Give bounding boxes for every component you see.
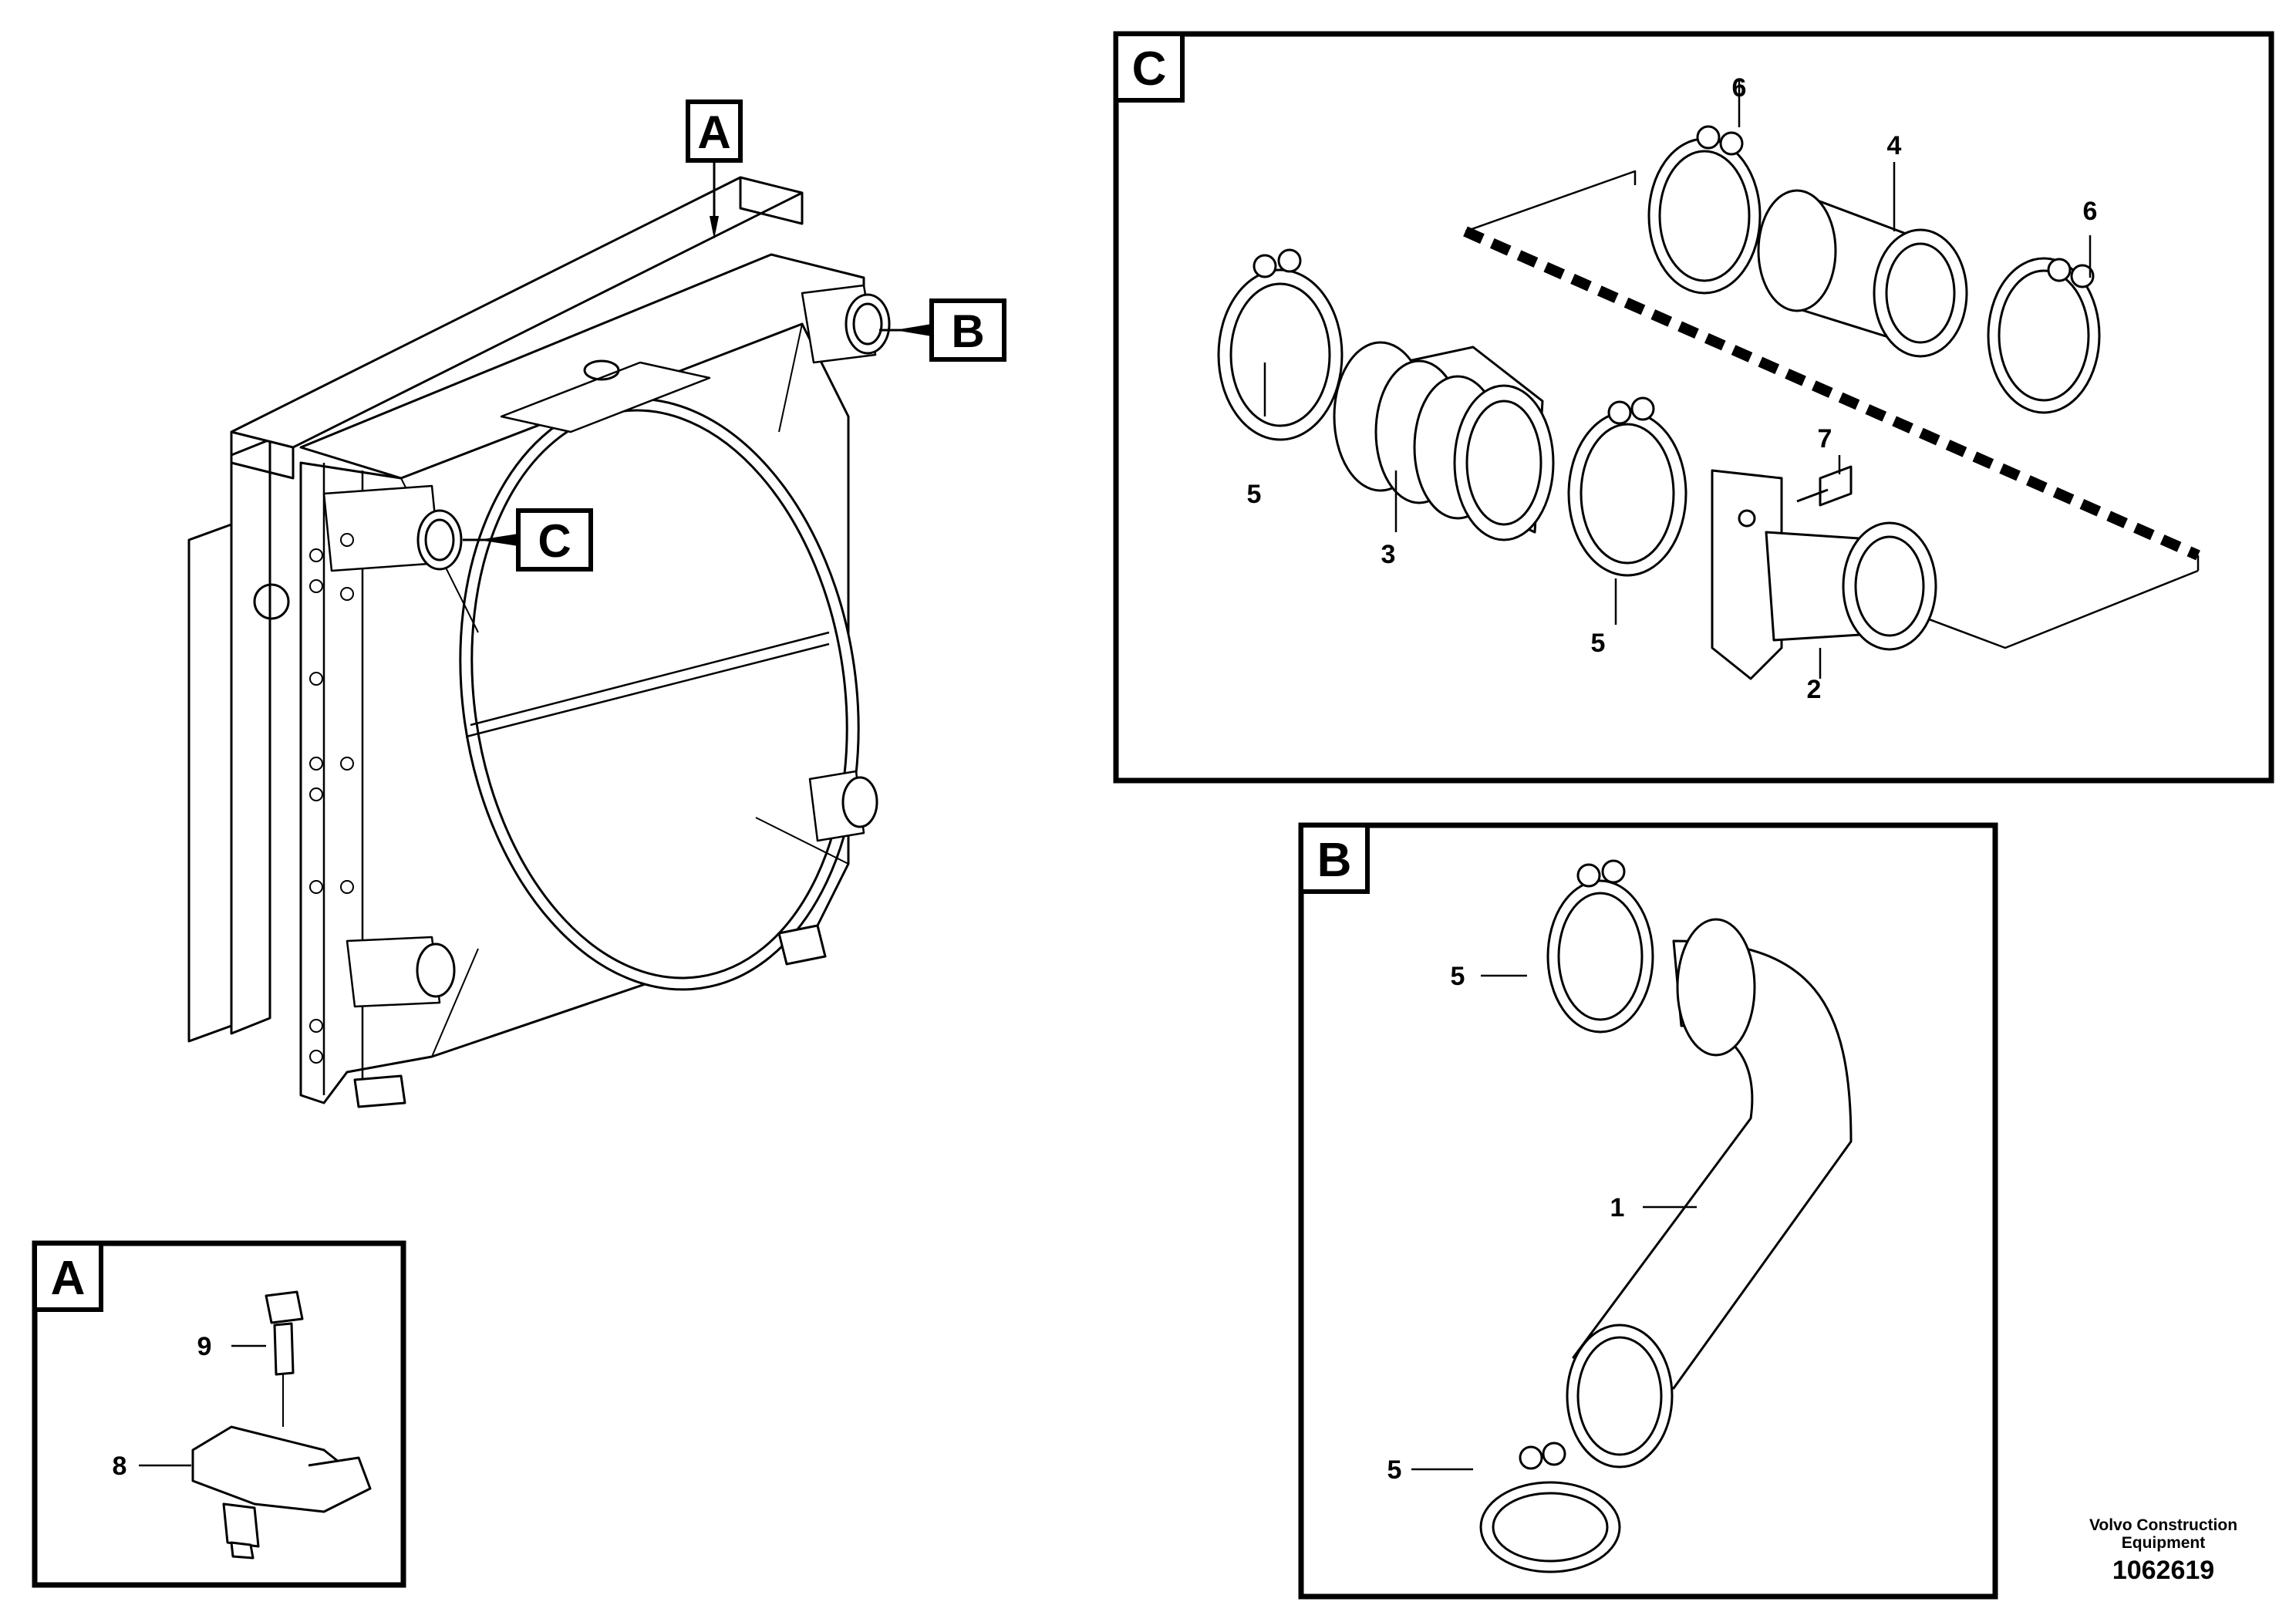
detail-c-panel [1113,31,2274,784]
callout-b-clamp-bottom: 5 [1387,1455,1402,1485]
callout-c-elbow: 2 [1807,675,1822,704]
callout-a-sensor: 8 [113,1452,127,1481]
callout-c-tube: 4 [1887,131,1902,160]
main-label-c: C [538,515,571,567]
detail-c-parts [1217,81,2200,680]
callout-a-bolt: 9 [197,1332,212,1361]
main-label-a: A [697,106,730,158]
detail-b-panel [1298,822,1998,1600]
main-label-b: B [951,305,984,357]
detail-c-letter: C [1132,42,1167,96]
callout-c-clamp-top-left: 6 [1732,73,1747,103]
detail-a-panel [32,1240,406,1588]
callout-c-bolt: 7 [1818,424,1832,454]
main-view-labels [463,99,1006,572]
detail-b-parts [1411,859,1853,1573]
detail-a-parts [139,1290,372,1560]
radiator-assembly [187,176,891,1108]
document-number: 1062619 [2112,1556,2215,1585]
callout-c-clamp-top-right: 6 [2083,197,2098,226]
callout-c-clamp-left: 5 [1247,480,1262,509]
callout-b-pipe: 1 [1610,1193,1625,1222]
detail-b-letter: B [1317,834,1352,887]
callout-c-hose: 3 [1381,540,1396,569]
callout-b-clamp-top: 5 [1451,962,1465,991]
publisher-name: Volvo Construction Equipment [2089,1516,2238,1552]
detail-a-letter: A [51,1252,86,1305]
callout-c-clamp-mid: 5 [1591,629,1606,658]
